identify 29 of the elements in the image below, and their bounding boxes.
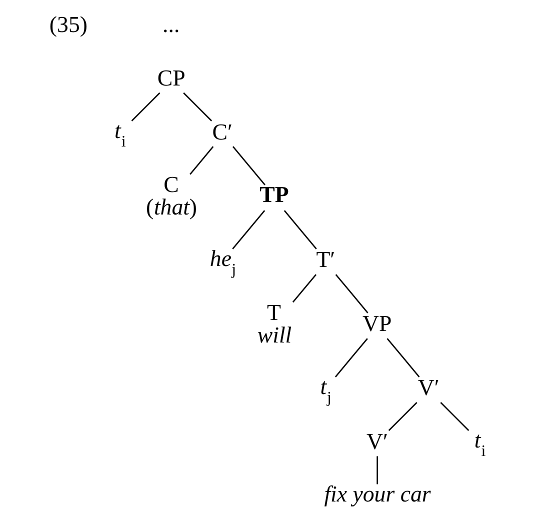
node-text: C′ [212,118,232,144]
label: (35) [49,11,88,36]
node-text: C (that) [146,171,197,220]
node-text: V′ [366,428,388,454]
connector [334,338,368,377]
connector [232,210,266,249]
node-text: t$_{j}$ [320,374,332,406]
connector [292,274,317,302]
node-text: he$_{j}$ [210,246,236,278]
node-text: VP [362,310,392,336]
node-text: CP [157,65,186,90]
connector [232,146,266,185]
node-text: V′ [418,374,440,400]
node-text: TP [260,182,289,207]
connector [388,402,418,430]
connector [386,338,420,377]
node-text: t$_{i}$ [114,118,126,150]
connector [190,146,214,174]
connector [376,456,378,484]
label: ... [162,11,180,36]
node-text: t$_{i}$ [474,427,486,460]
connector [284,210,317,249]
connector [131,92,160,121]
connector [335,274,368,313]
connector [183,92,212,121]
node-text: T will [257,299,292,348]
node-text: fix your car [324,480,431,506]
connector [440,402,470,430]
node-text: T′ [316,246,336,272]
